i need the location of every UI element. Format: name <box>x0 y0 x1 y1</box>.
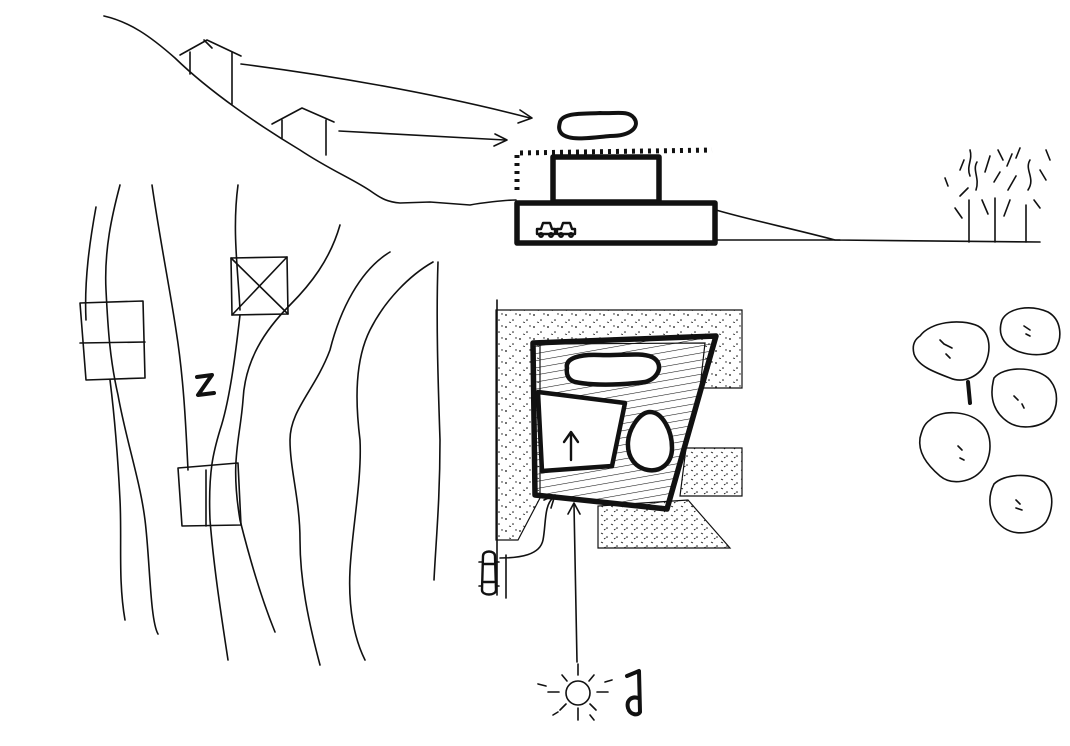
plot-rectangle-left <box>80 301 145 380</box>
contour-line <box>235 185 240 310</box>
plot-square-crossed <box>231 257 288 315</box>
contour-line <box>210 315 240 660</box>
contour-line <box>106 185 158 634</box>
lower-volume-garage <box>517 203 715 243</box>
hillside-house-lower <box>272 108 334 155</box>
car-icon <box>557 223 575 237</box>
handwritten-mark-z <box>197 375 214 395</box>
hillside-house-upper <box>180 40 241 104</box>
contour-line <box>236 225 340 632</box>
stone-shape <box>913 322 989 380</box>
stippled-terrace-small <box>680 448 742 496</box>
car-icon <box>479 552 499 595</box>
landscape-plan <box>80 185 440 665</box>
stone-shape <box>920 413 990 482</box>
stone-shape <box>1000 308 1059 355</box>
contour-line <box>350 262 433 660</box>
sun-axis-arrowhead <box>568 503 580 514</box>
handwritten-mark-i <box>968 382 970 403</box>
stone-cluster <box>913 308 1060 533</box>
stone-shape <box>992 369 1057 427</box>
car-icon <box>537 223 555 237</box>
contour-line <box>152 185 188 470</box>
upper-volume <box>553 157 659 202</box>
sun-axis-line <box>574 505 577 662</box>
contour-line <box>290 252 390 665</box>
hillside-line <box>104 16 516 205</box>
room-block <box>538 392 625 471</box>
contour-line <box>434 262 440 580</box>
pool-egg-shape <box>628 412 672 470</box>
ground-line-right <box>716 210 1040 242</box>
contour-line <box>86 207 96 320</box>
view-arrow-lower <box>339 131 507 146</box>
car-access-arrowhead <box>544 495 555 508</box>
car-access-path <box>500 498 553 558</box>
handwritten-mark-j <box>627 671 640 714</box>
roof-garden-oval <box>567 354 659 384</box>
plot-rectangle-lower <box>178 463 241 526</box>
contour-line <box>110 380 125 620</box>
site-plan <box>479 300 742 720</box>
section-view <box>104 16 1050 243</box>
view-arrow-upper <box>241 64 532 123</box>
trees-sketch <box>945 148 1050 242</box>
sun-icon <box>538 664 612 720</box>
stone-shape <box>990 475 1052 532</box>
entry-arrow-interior <box>564 432 578 460</box>
roof-garden-shape <box>559 113 636 139</box>
stippled-triangle <box>598 500 730 548</box>
